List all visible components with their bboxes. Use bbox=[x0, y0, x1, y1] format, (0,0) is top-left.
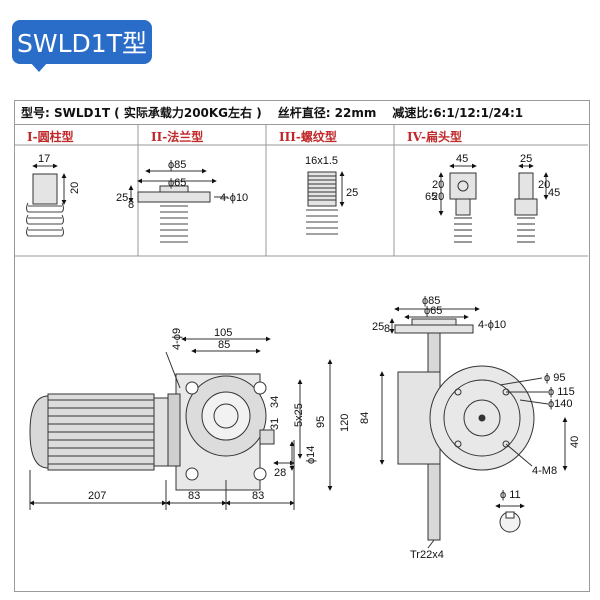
dim-t4-20c: 20 bbox=[538, 179, 550, 191]
dim-r-84: 84 bbox=[359, 412, 371, 424]
dim-m-34: 34 bbox=[269, 396, 281, 408]
dim-t2-holes: 4-ϕ10 bbox=[220, 192, 248, 204]
dim-m-207: 207 bbox=[88, 490, 106, 502]
dim-t4-65: 65 bbox=[425, 191, 437, 203]
dim-m-105: 105 bbox=[214, 327, 232, 339]
dim-r-40: 40 bbox=[569, 436, 581, 448]
type-label-cylinder: I-圆柱型 bbox=[27, 129, 74, 144]
dim-t4-25: 25 bbox=[520, 153, 532, 165]
dim-r-phi11: ϕ 11 bbox=[500, 489, 521, 501]
dim-r-phi65: ϕ65 bbox=[424, 305, 442, 317]
dim-r-phi85: ϕ85 bbox=[422, 295, 440, 307]
type-flange-drawing bbox=[128, 168, 228, 243]
dim-r-phi140: ϕ140 bbox=[548, 398, 573, 410]
dim-t3-25: 25 bbox=[346, 187, 358, 199]
dim-r-25: 25 bbox=[372, 321, 384, 333]
dim-m-5x25: 5x25 bbox=[293, 403, 305, 427]
dim-t4-20: 20 bbox=[432, 179, 444, 191]
type-header-flange: II-法兰型 bbox=[139, 126, 267, 146]
type-table-grid bbox=[14, 125, 588, 257]
dim-m-83b: 83 bbox=[252, 490, 264, 502]
dim-r-holes: 4-ϕ10 bbox=[478, 319, 506, 331]
type-label-thread: III-螺纹型 bbox=[279, 129, 337, 144]
spec-ratio: 减速比:6:1/12:1/24:1 bbox=[392, 106, 524, 120]
dim-t2-phi65: ϕ65 bbox=[168, 177, 186, 189]
dim-m-85: 85 bbox=[218, 339, 230, 351]
dim-r-phi115: ϕ 115 bbox=[548, 386, 575, 398]
dim-t4-45b: 45 bbox=[548, 187, 560, 199]
type-flat-drawing bbox=[438, 163, 549, 243]
model-badge-title: SWLD1T型 bbox=[17, 29, 147, 58]
badge-pointer bbox=[30, 62, 48, 72]
drawing-sheet: 型号: SWLD1T ( 实际承载力200KG左右 ) 丝杆直径: 22mm 减… bbox=[14, 100, 590, 592]
motor-front-view bbox=[29, 336, 333, 510]
dim-r-8: 8 bbox=[384, 323, 390, 335]
spec-screw: 丝杆直径: 22mm bbox=[277, 106, 377, 120]
dim-t2-25: 25 bbox=[116, 192, 128, 204]
dim-t1-height: 20 bbox=[69, 182, 81, 194]
dim-r-phi95: ϕ 95 bbox=[544, 372, 565, 384]
spec-model: 型号: SWLD1T ( 实际承载力200KG左右 ) bbox=[21, 106, 262, 120]
dim-r-4m8: 4-M8 bbox=[532, 465, 557, 477]
dim-m-95: 95 bbox=[315, 416, 327, 428]
type-header-flat: IV-扁头型 bbox=[395, 126, 589, 146]
type-header-thread: III-螺纹型 bbox=[267, 126, 395, 146]
dim-m-120: 120 bbox=[339, 414, 351, 432]
side-view bbox=[379, 306, 568, 549]
dim-t2-phi85: ϕ85 bbox=[168, 159, 186, 171]
type-thread-drawing bbox=[306, 171, 345, 235]
type-cylinder-drawing bbox=[26, 163, 67, 237]
type-header-cylinder: I-圆柱型 bbox=[15, 126, 139, 146]
dim-t1-width: 17 bbox=[38, 153, 50, 165]
dim-t2-8: 8 bbox=[128, 199, 134, 211]
dim-t4-45: 45 bbox=[456, 153, 468, 165]
type-label-flange: II-法兰型 bbox=[151, 129, 204, 144]
dim-m-28: 28 bbox=[274, 467, 286, 479]
dim-t4-20b: 20 bbox=[432, 191, 444, 203]
dim-t3-thread: 16x1.5 bbox=[305, 155, 338, 167]
dim-m-phi14: ϕ14 bbox=[305, 446, 317, 464]
type-label-flat: IV-扁头型 bbox=[407, 129, 463, 144]
dim-r-tr22x4: Tr22x4 bbox=[410, 549, 444, 561]
dim-m-4phi9: 4-ϕ9 bbox=[171, 328, 183, 350]
dim-m-83a: 83 bbox=[188, 490, 200, 502]
model-badge: SWLD1T型 bbox=[12, 20, 152, 64]
spec-bar: 型号: SWLD1T ( 实际承载力200KG左右 ) 丝杆直径: 22mm 减… bbox=[15, 101, 589, 125]
dim-m-31: 31 bbox=[269, 418, 281, 430]
